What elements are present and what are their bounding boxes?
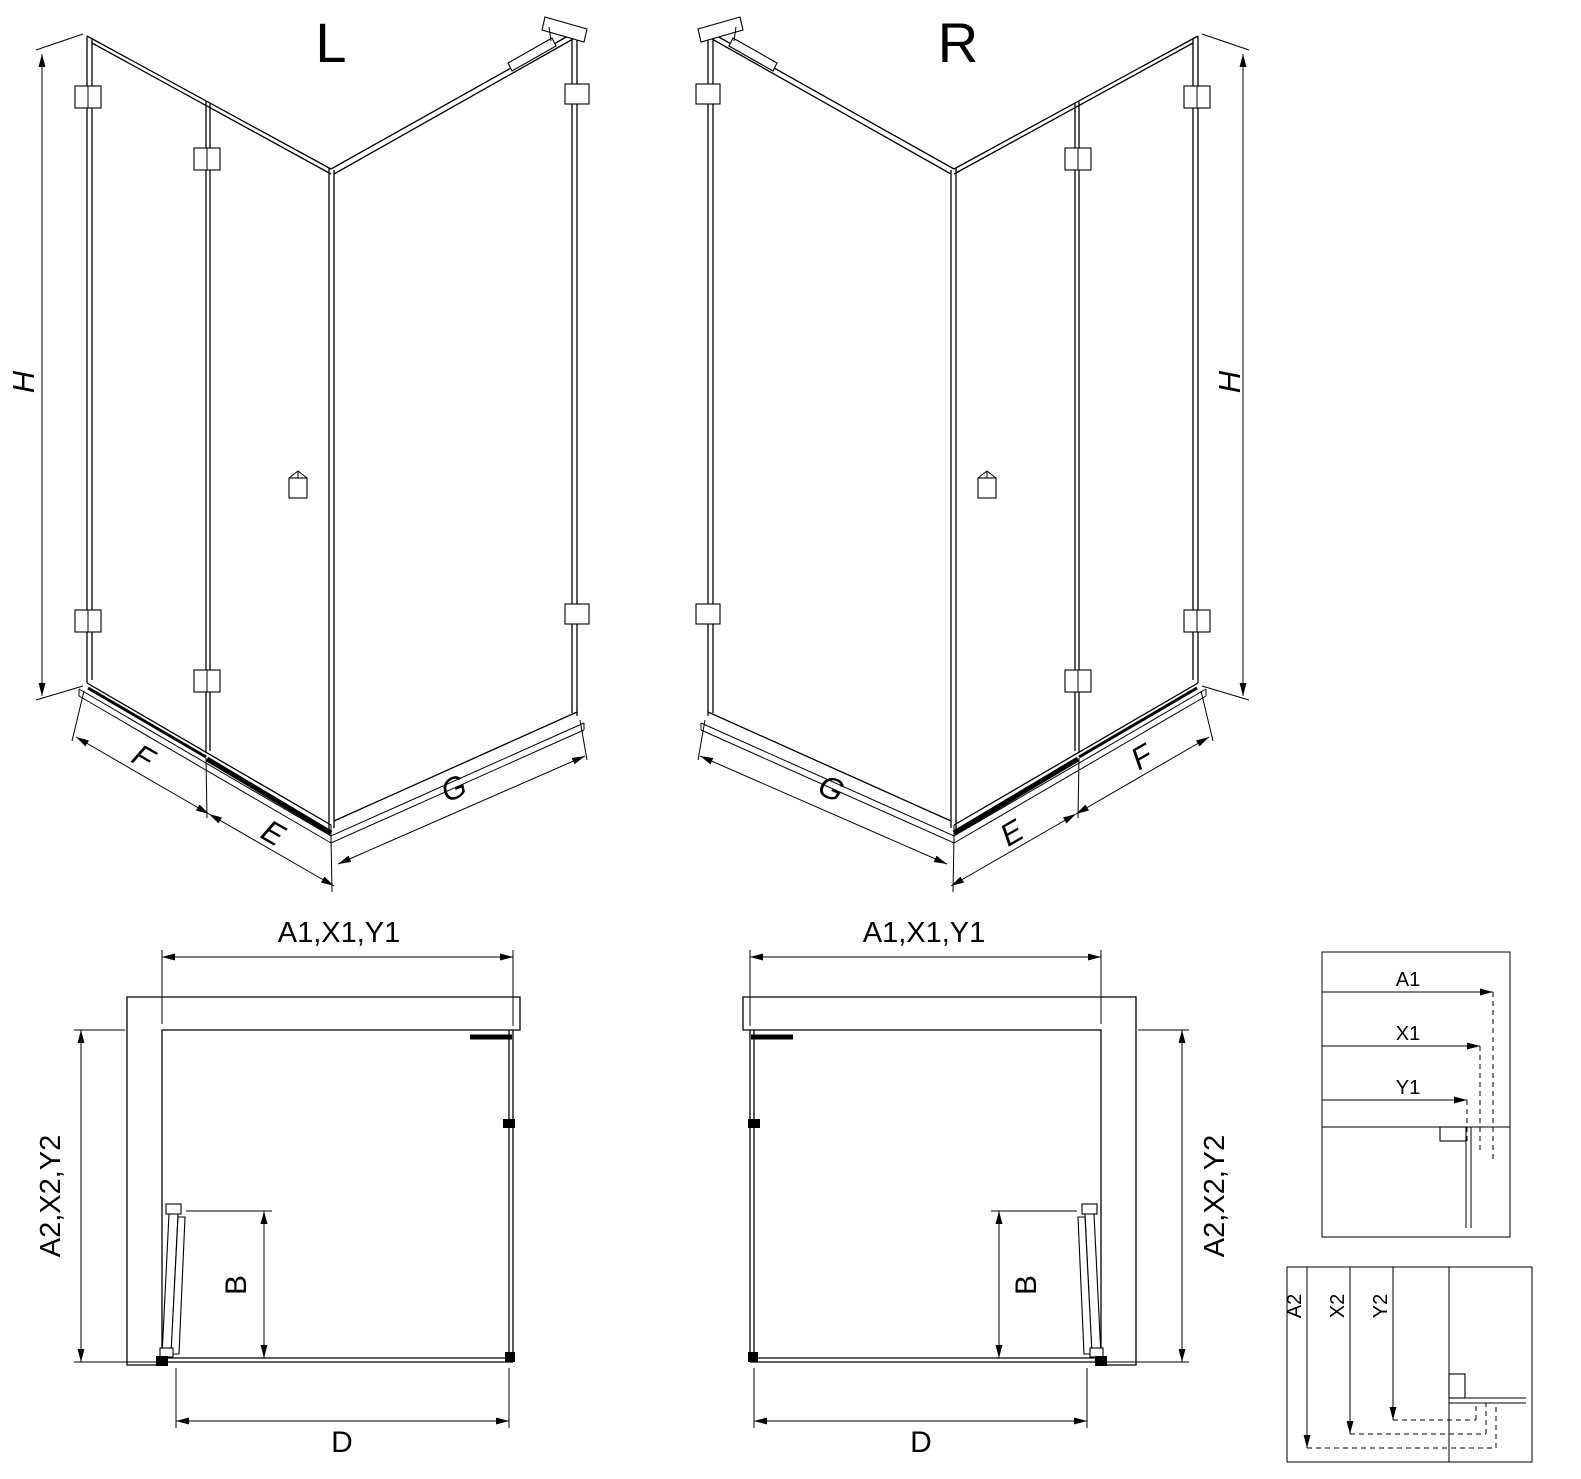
detail-a1-label: A1 <box>1396 969 1420 991</box>
plan-enclosure-geometry-right <box>743 950 1189 1428</box>
dim-label-f-right: F <box>1125 736 1161 777</box>
profile-section-v <box>1448 1373 1526 1404</box>
door-plan <box>156 1203 186 1366</box>
plan-left-door-dim-label: B <box>220 1275 253 1295</box>
detail-box-h <box>1321 951 1511 1238</box>
detail-x1-label: X1 <box>1396 1023 1420 1045</box>
iso-dimension-lines <box>35 33 588 893</box>
dim-label-e-left: E <box>256 813 292 854</box>
profile-section-h <box>1439 1126 1472 1228</box>
detail-vertical-dims <box>1286 1266 1533 1463</box>
dim-label-h-left: H <box>6 370 41 393</box>
iso-enclosure-geometry-right <box>696 17 1249 892</box>
detail-a2-label: A2 <box>1284 1294 1306 1318</box>
iso-left-variant-label: L <box>315 11 346 74</box>
wall-brackets <box>564 83 590 625</box>
dim-label-f-left: F <box>126 737 162 778</box>
detail-y2-label: Y2 <box>1370 1294 1392 1318</box>
dim-label-g-right: G <box>813 768 849 810</box>
detail-x2-label: X2 <box>1327 1294 1349 1318</box>
detail-box-v <box>1286 1266 1533 1463</box>
plan-right-top-dim-label: A1,X1,Y1 <box>863 917 986 949</box>
plan-dimension-lines <box>74 950 514 1428</box>
plan-right-side-dim-label: A2,X2,Y2 <box>1199 1135 1231 1258</box>
dim-label-h-right: H <box>1212 370 1247 393</box>
walls-hatched <box>126 996 521 1366</box>
dim-label-e-right: E <box>994 812 1030 853</box>
iso-right-variant-label: R <box>938 11 978 74</box>
plan-enclosure-geometry <box>74 950 521 1428</box>
plan-left-top-dim-label: A1,X1,Y1 <box>278 917 401 949</box>
glass-plan <box>162 1030 514 1363</box>
iso-enclosure-geometry <box>35 16 590 893</box>
glass-panels <box>86 30 578 830</box>
base-tray <box>78 686 585 844</box>
plan-left-bottom-dim-label: D <box>331 1426 353 1459</box>
detail-horizontal-dims <box>1321 951 1511 1238</box>
top-wall-arm <box>507 16 588 72</box>
door-handle <box>288 470 308 499</box>
dim-label-g-left: G <box>436 768 472 810</box>
plan-right-door-dim-label: B <box>1010 1275 1043 1295</box>
corner-post <box>505 1352 515 1362</box>
plan-right-bottom-dim-label: D <box>910 1426 932 1459</box>
wall-arm-plan <box>470 1034 515 1128</box>
door-hinges <box>74 85 221 693</box>
detail-y1-label: Y1 <box>1396 1077 1420 1099</box>
plan-left-side-dim-label: A2,X2,Y2 <box>35 1135 67 1258</box>
